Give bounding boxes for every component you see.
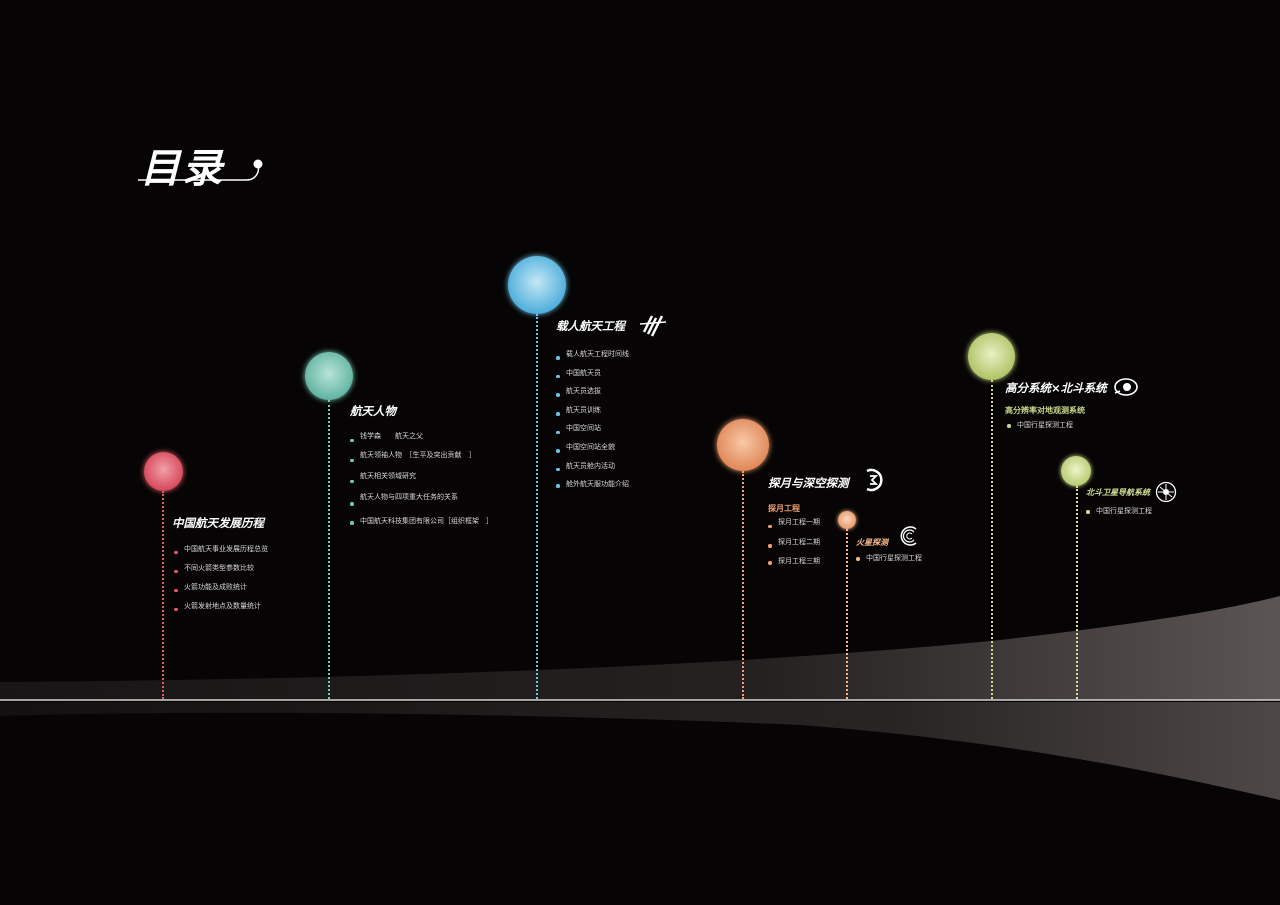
- beidou-sub: 北斗卫星导航系统: [1086, 488, 1150, 497]
- beidou-list: 中国行星探测工程: [1086, 506, 1152, 518]
- manned-list: 载人航天工程时间线 中国航天员 航天员选拔 航天员训练 中国空间站 中国空间站全…: [556, 349, 629, 493]
- people-node: [305, 352, 353, 400]
- beidou-stem: [1076, 486, 1078, 699]
- list-item: 中国航天事业发展历程总览: [174, 543, 268, 562]
- list-item: 火箭发射地点及数量统计: [174, 600, 268, 619]
- list-item: 航天员舱内活动: [556, 461, 629, 480]
- mars-stem: [846, 529, 848, 699]
- gaofen-sub: 高分辨率对地观测系统: [1005, 406, 1085, 415]
- list-item: 探月工程三期: [768, 556, 820, 570]
- list-item: 航天领袖人物 ［生平及突出贡献 ］: [350, 450, 493, 471]
- list-item: 中国行星探测工程: [1007, 420, 1073, 432]
- mars-exploration-icon: [898, 525, 920, 547]
- list-item: 航天相关领域研究: [350, 471, 493, 492]
- list-item: 探月工程一期: [768, 517, 820, 537]
- list-item: 航天员选拔: [556, 386, 629, 405]
- beidou-node: [1061, 456, 1091, 486]
- people-stem: [328, 400, 330, 699]
- mars-node: [838, 511, 856, 529]
- history-node: [144, 452, 183, 491]
- page-title: 目录: [140, 146, 224, 192]
- list-item: 中国行星探测工程: [1086, 506, 1152, 518]
- gaofen-list: 中国行星探测工程: [1007, 420, 1073, 432]
- list-item: 中国行星探测工程: [856, 553, 922, 565]
- list-item: 不同火箭类型参数比较: [174, 562, 268, 581]
- manned-heading: 载人航天工程: [556, 319, 625, 333]
- list-item: 火箭功能及成败统计: [174, 581, 268, 600]
- lunar-list: 探月工程一期 探月工程二期 探月工程三期: [768, 517, 820, 570]
- list-item: 载人航天工程时间线: [556, 349, 629, 368]
- list-item: 中国空间站全貌: [556, 442, 629, 461]
- history-stem: [162, 491, 164, 699]
- beidou-icon: [1154, 481, 1178, 503]
- gaofen-node: [968, 333, 1015, 380]
- list-item: 舱外航天服功能介绍: [556, 479, 629, 493]
- gaofen-icon: [1112, 376, 1140, 398]
- people-list: 钱学森 航天之父 航天领袖人物 ［生平及突出贡献 ］ 航天相关领域研究 航天人物…: [350, 431, 493, 530]
- list-item: 中国航天员: [556, 368, 629, 387]
- title-underline: [138, 159, 263, 181]
- gaofen-heading: 高分系统×北斗系统: [1005, 381, 1107, 395]
- manned-space-icon: [638, 312, 668, 338]
- list-item: 中国航天科技集团有限公司［组织框架 ］: [350, 516, 493, 530]
- list-item: 探月工程二期: [768, 537, 820, 557]
- lunar-node: [717, 419, 769, 471]
- list-item: 航天人物与四项重大任务的关系: [350, 492, 493, 516]
- people-heading: 航天人物: [350, 404, 396, 418]
- manned-node: [508, 256, 566, 314]
- mars-list: 中国行星探测工程: [856, 553, 922, 565]
- history-heading: 中国航天发展历程: [172, 516, 264, 530]
- history-list: 中国航天事业发展历程总览 不同火箭类型参数比较 火箭功能及成败统计 火箭发射地点…: [174, 543, 268, 619]
- lunar-stem: [742, 471, 744, 699]
- gaofen-stem: [991, 380, 993, 699]
- list-item: 中国空间站: [556, 423, 629, 442]
- lunar-heading: 探月与深空探测: [768, 476, 849, 490]
- mars-sub: 火星探测: [856, 538, 888, 547]
- list-item: 钱学森 航天之父: [350, 431, 493, 450]
- manned-stem: [536, 314, 538, 699]
- lunar-sub: 探月工程: [768, 504, 800, 513]
- lunar-exploration-icon: [861, 467, 887, 493]
- list-item: 航天员训练: [556, 405, 629, 424]
